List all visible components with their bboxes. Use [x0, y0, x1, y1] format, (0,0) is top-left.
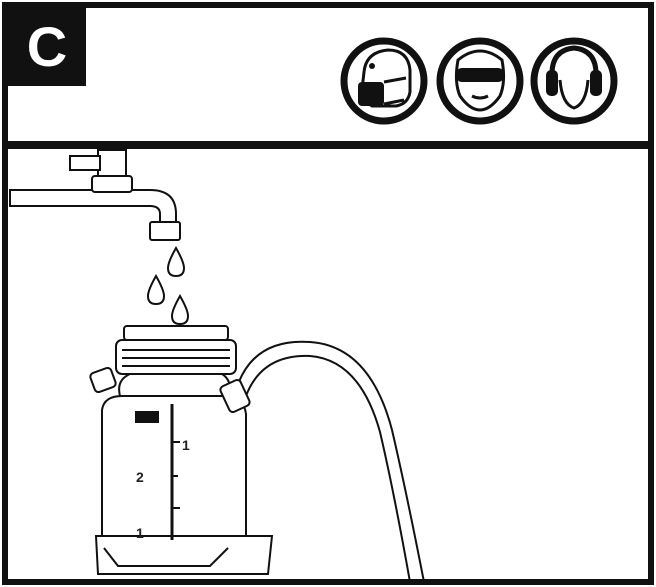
scale-label-right-1: 1 — [182, 437, 190, 453]
scale-label-left-2: 2 — [136, 469, 144, 485]
dust-mask-icon — [340, 37, 428, 125]
step-letter-badge: C — [8, 8, 86, 86]
tank — [89, 325, 274, 575]
faucet-icon — [9, 149, 181, 241]
scale-label-left-1: 1 — [136, 525, 144, 541]
hose — [235, 340, 425, 583]
ear-protection-icon — [530, 37, 618, 125]
water-drops — [146, 245, 190, 326]
safety-goggles-icon — [436, 37, 524, 125]
header-divider — [5, 141, 651, 149]
